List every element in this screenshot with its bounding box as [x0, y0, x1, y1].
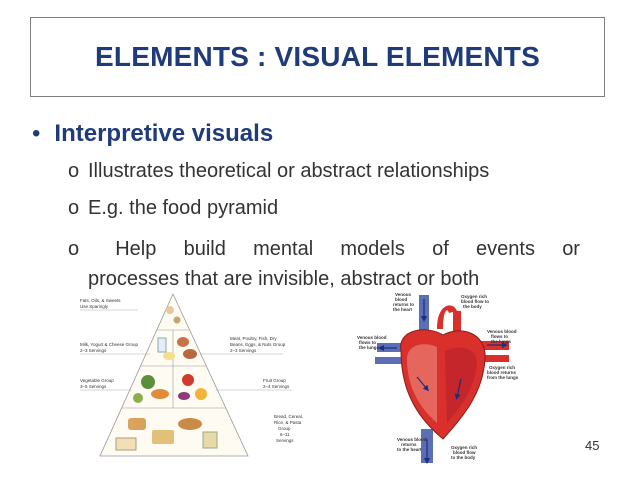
heart-label: flows to	[491, 334, 508, 339]
word: of	[432, 238, 449, 260]
heart-label: blood	[395, 297, 407, 302]
heart-label: returns	[401, 442, 417, 447]
word: events	[476, 238, 535, 260]
heart-label: the lungs	[359, 345, 379, 350]
pyramid-label: Beans, Eggs, & Nuts Group	[230, 342, 286, 347]
slide-title: ELEMENTS : VISUAL ELEMENTS	[95, 41, 540, 72]
pyramid-label: Milk, Yogurt & Cheese Group	[80, 342, 139, 347]
title-box: ELEMENTS : VISUAL ELEMENTS	[30, 17, 605, 97]
heart-label: flows to	[359, 340, 376, 345]
heart-label: from the lungs	[487, 375, 519, 380]
sub-bullet-1: o Illustrates theoretical or abstract rel…	[68, 160, 489, 183]
sub-bullet-3: o Help build mental models of events or …	[68, 234, 604, 294]
word: mental	[253, 238, 314, 260]
heart-label: blood flow to	[461, 299, 489, 304]
circle-bullet-icon: o	[68, 160, 80, 182]
word: or	[562, 238, 580, 260]
pyramid-label: Rice, & Pasta	[274, 420, 302, 425]
heart-diagram-image: Venous blood returns to the heart Oxygen…	[357, 289, 527, 469]
pyramid-label: Vegetable Group	[80, 378, 114, 383]
heart-label: blood flow	[453, 450, 476, 455]
circle-bullet-icon: o	[68, 238, 80, 260]
bullet-dot-icon: •	[32, 120, 41, 147]
pyramid-label: Group	[278, 426, 291, 431]
heart-label: Oxygen rich	[451, 445, 477, 450]
word: models	[340, 238, 405, 260]
heart-label: the body	[463, 304, 482, 309]
circle-bullet-icon: o	[68, 197, 80, 219]
word: build	[183, 238, 226, 260]
pyramid-label: 2–3 Servings	[230, 348, 257, 353]
sub-bullet-1-text: Illustrates theoretical or abstract rela…	[88, 160, 490, 182]
pyramid-label: Use Sparingly	[80, 304, 109, 309]
heart-label: to the body	[451, 455, 476, 460]
main-bullet: • Interpretive visuals	[32, 120, 273, 148]
pyramid-label: Fats, Oils, & Sweets	[80, 298, 121, 303]
heart-label: the heart	[393, 307, 413, 312]
pyramid-label: 3–5 Servings	[80, 384, 107, 389]
sub-bullet-3-line-2: processes that are invisible, abstract o…	[88, 268, 480, 290]
heart-label: Venous blood	[357, 335, 387, 340]
pyramid-label: Servings	[276, 438, 294, 443]
heart-label: Oxygen rich	[461, 294, 487, 299]
pyramid-label: Bread, Cereal,	[274, 414, 303, 419]
heart-label: Venous	[395, 292, 412, 297]
food-pyramid-image: Fats, Oils, & Sweets Use Sparingly Milk,…	[80, 293, 303, 457]
pyramid-label: 2–3 Servings	[80, 348, 107, 353]
page-number: 45	[585, 438, 600, 453]
pyramid-label: Fruit Group	[263, 378, 286, 383]
sub-bullet-3-line-1: o Help build mental models of events or	[68, 234, 580, 264]
pyramid-label: 6–11	[280, 432, 290, 437]
word: Help	[115, 238, 157, 260]
main-bullet-text: Interpretive visuals	[54, 120, 274, 147]
heart-label: Venous blood	[397, 437, 427, 442]
pyramid-label: Meat, Poultry, Fish, Dry	[230, 336, 277, 341]
heart-label: Oxygen rich	[489, 365, 515, 370]
heart-label: returns to	[393, 302, 414, 307]
pyramid-label: 2–4 Servings	[263, 384, 290, 389]
heart-label: blood returns	[487, 370, 516, 375]
heart-label: Venous blood	[487, 329, 517, 334]
heart-label: the lungs	[491, 339, 511, 344]
heart-label: to the heart	[397, 447, 422, 452]
sub-bullet-2: o E.g. the food pyramid	[68, 197, 278, 220]
sub-bullet-2-text: E.g. the food pyramid	[88, 197, 279, 219]
